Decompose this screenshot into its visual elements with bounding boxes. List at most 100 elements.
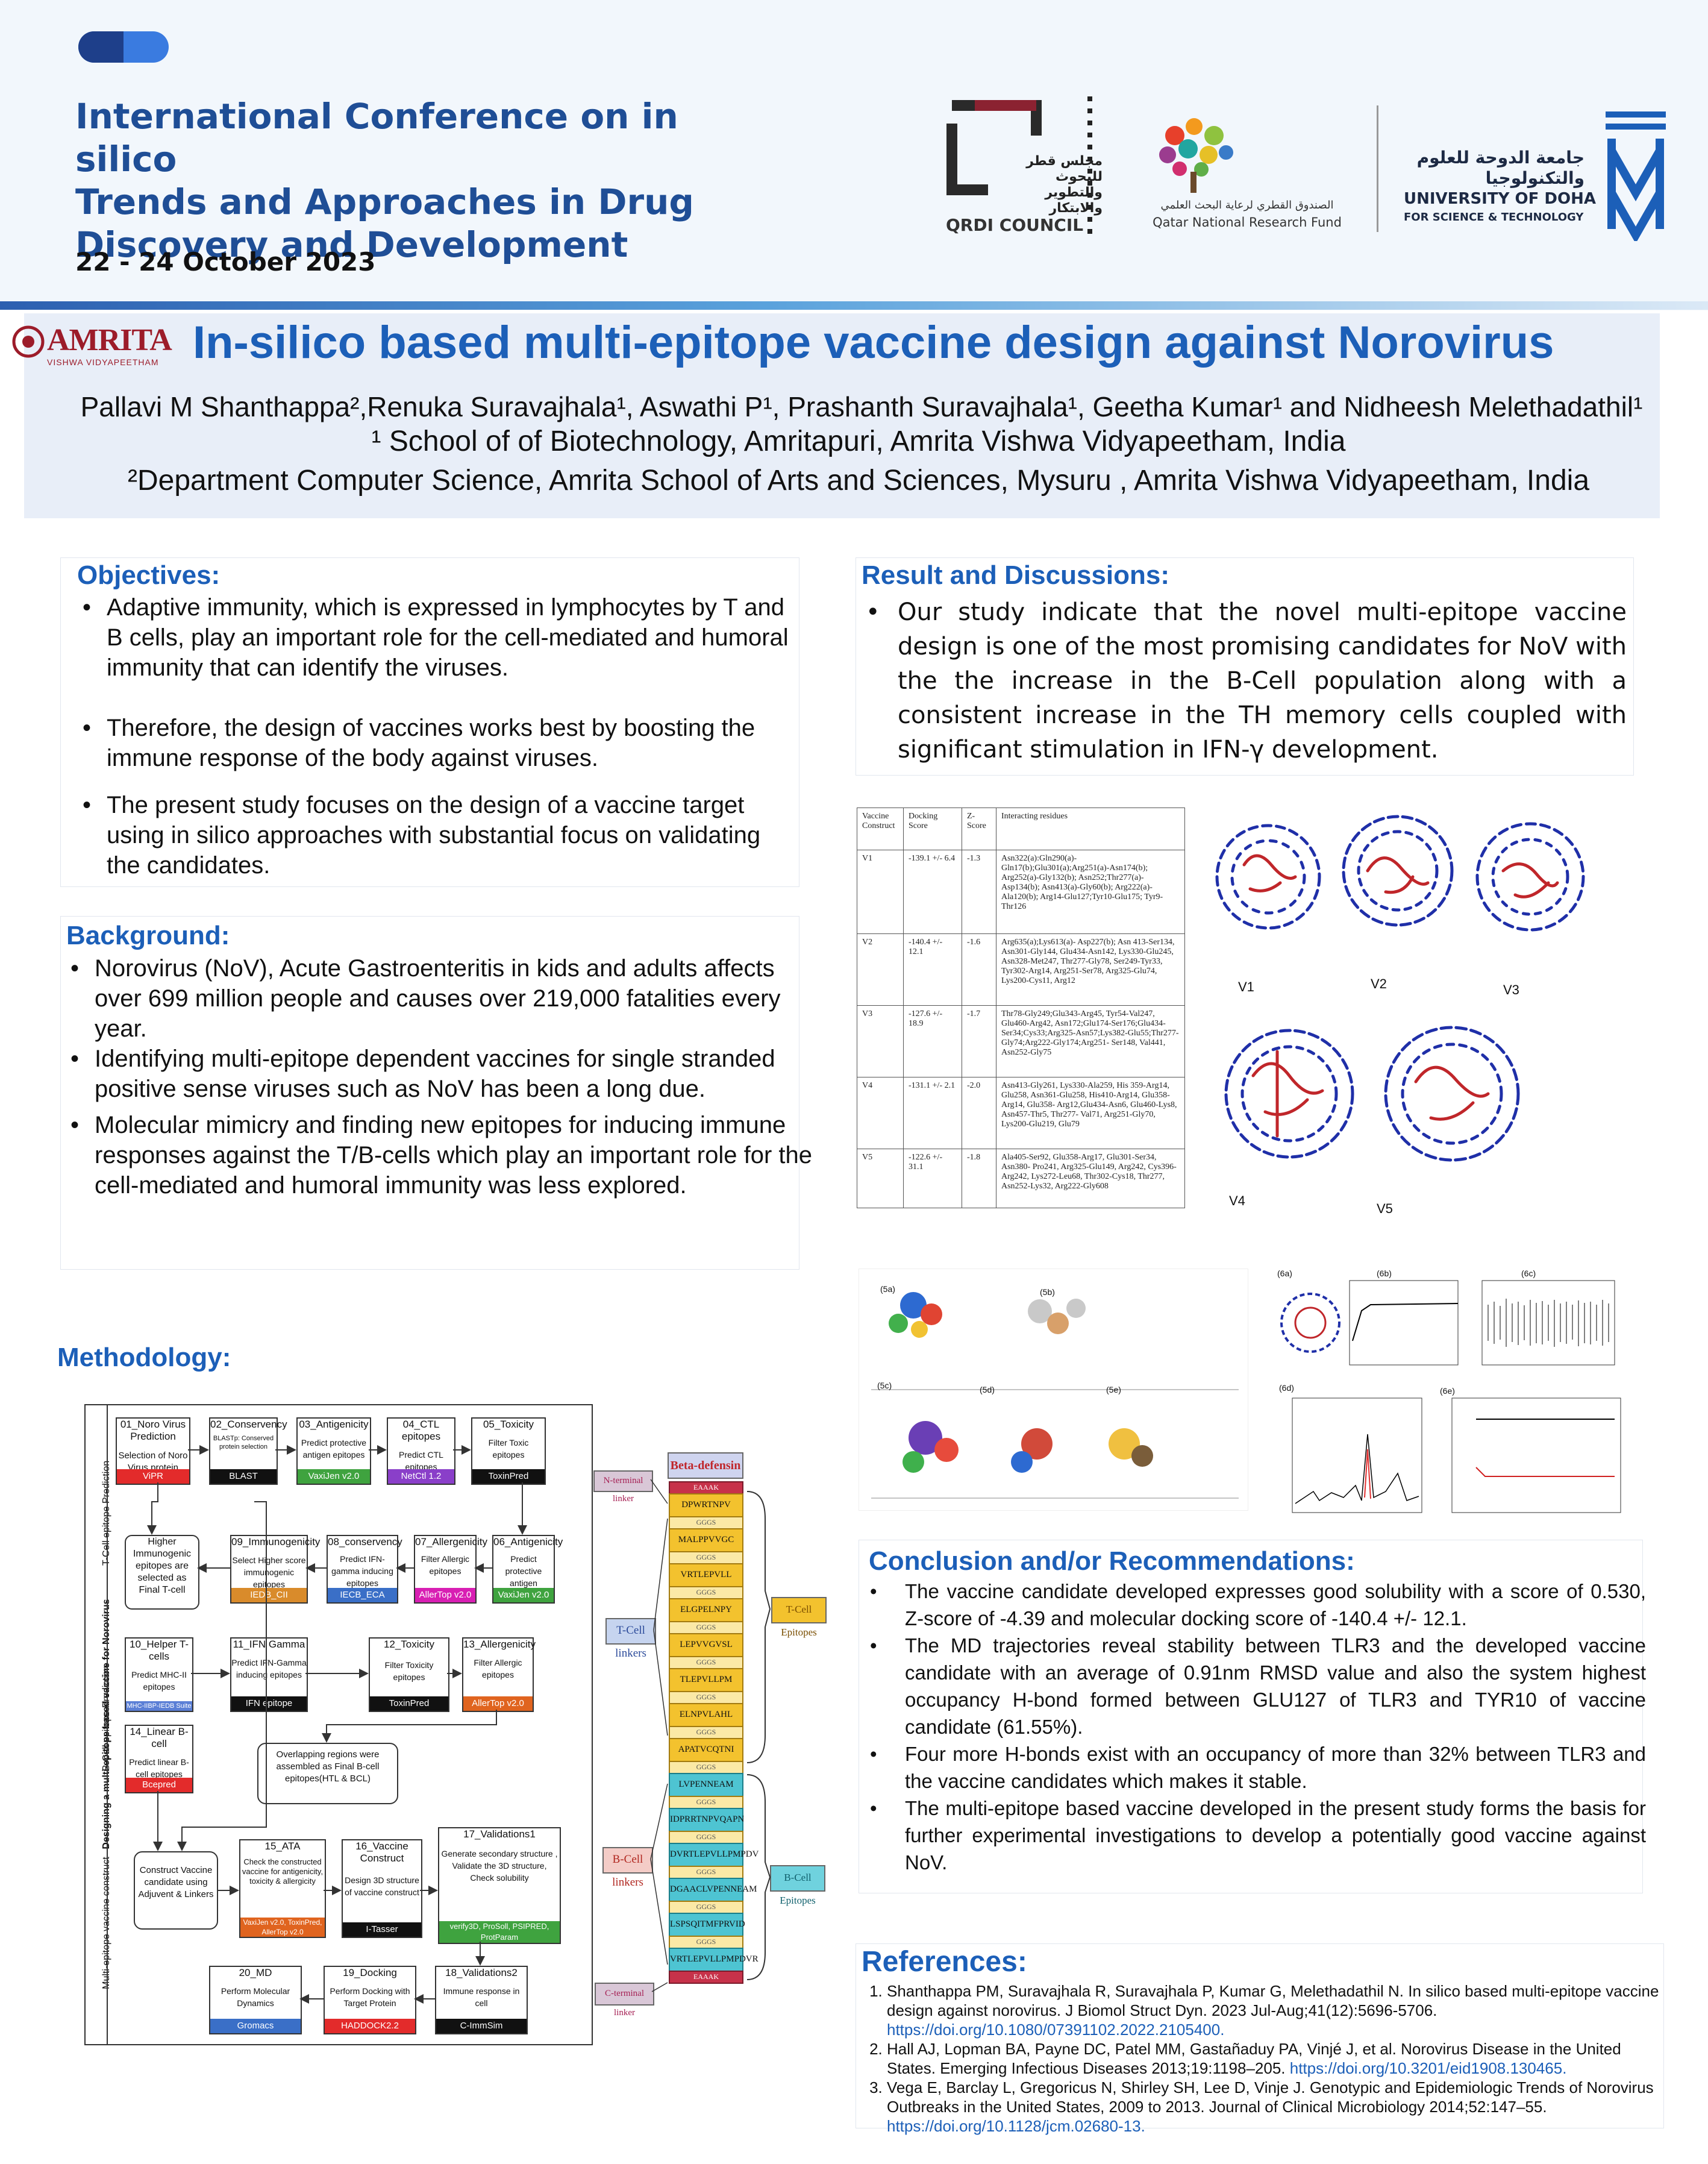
flow-step-title: 17_Validations1 [463,1828,536,1840]
reference-link[interactable]: https://doi.org/10.3201/eid1908.130465. [1289,2059,1567,2077]
epitope-sequence: IDPRRTNPVQAPN [669,1808,744,1832]
linker-sequence: GGGS [669,1761,743,1774]
n-terminal-linker-label: N-terminal linker [593,1470,653,1504]
background-item: Identifying multi-epitope dependent vacc… [63,1044,816,1104]
flow-step-title: 16_Vaccine Construct [355,1840,408,1864]
results-heading: Result and Discussions: [862,560,1170,590]
structure-label-v3: V3 [1503,982,1519,997]
table-cell: -127.6 +/- 18.9 [903,1005,962,1077]
objective-item: Therefore, the design of vaccines works … [75,713,792,773]
flow-step-tool: VaxiJen v2.0 [298,1469,370,1484]
flow-step-desc: Filter Toxicity epitopes [384,1660,434,1682]
flow-step-tool: verify3D, ProSoll, PSIPRED, ProtParam [439,1921,560,1943]
flow-step-tool: IECB_ECA [328,1588,397,1602]
b-cell-epitopes-label: B-Cell Epitopes [770,1865,825,1906]
epitope-sequence: ELNPVLAHL [669,1703,743,1727]
flow-step-tool: MHC-IIBP-IEDB Suite [126,1701,192,1711]
linker-sequence: GGGS [669,1866,743,1879]
table-header-cell: Z-Score [962,808,996,850]
epitope-sequence: MALPPVVGC [669,1528,743,1552]
figure-label-6a: (6a) [1277,1269,1292,1278]
amrita-logo-sub: VISHWA VIDYAPEETHAM [47,357,159,367]
qrdi-frame-icon [946,100,1042,195]
linker-sequence: GGGS [669,1901,743,1914]
linker-sequence: GGGS [669,1936,743,1949]
background-item: Norovirus (NoV), Acute Gastroenteritis i… [63,953,816,1044]
flow-step-tool: BLAST [210,1469,277,1484]
t-cell-linkers-label: T-Cell linkers [605,1618,656,1660]
qnrf-tree-icon [1159,118,1233,193]
flow-step-title: 19_Docking [343,1967,397,1978]
flow-step-title: 11_IFN Gamma [233,1639,305,1650]
references-heading: References: [862,1946,1027,1978]
flow-step-tool: Bcepred [126,1778,192,1792]
epitope-sequence: DGAACLVPENNEAM [669,1878,757,1902]
flow-step-15: 15_ATA Check the constructed vaccine for … [239,1839,326,1938]
affiliation-1: ¹ School of of Biotechnology, Amritapuri… [371,425,1346,457]
epitope-sequence: LVPENNEAM [669,1773,743,1797]
flow-step-tool: Gromacs [210,2019,301,2033]
flow-step-title: 20_MD [239,1967,272,1978]
docking-table-header: Vaccine Construct Docking Score Z-Score … [857,808,1185,850]
references-list: Shanthappa PM, Suravajhala R, Suravajhal… [863,1981,1670,2136]
b-cell-linkers-label: B-Cell linkers [602,1847,653,1889]
conclusion-item: The vaccine candidate developed expresse… [863,1578,1646,1632]
reference-link[interactable]: https://doi.org/10.1128/jcm.02680-13. [887,2117,1145,2135]
table-header-cell: Interacting residues [996,808,1185,850]
linker-sequence: GGGS [669,1831,743,1844]
table-header-cell: Vaccine Construct [857,808,904,850]
flow-step-desc: Perform Docking with Target Protein [330,1986,410,2008]
reference-item: Vega E, Barclay L, Gregoricus N, Shirley… [887,2078,1670,2136]
flow-step-desc: Check the constructed vaccine for antige… [242,1857,324,1886]
protein-structures-drawing [1215,815,1585,1162]
flow-step-desc: Perform Molecular Dynamics [221,1986,290,2008]
reference-link[interactable]: https://doi.org/10.1080/07391102.2022.21… [887,2021,1225,2039]
table-cell: -1.7 [962,1005,996,1077]
epitope-sequence: APATVCQTNI [669,1738,743,1762]
results-list: Our study indicate that the novel multi-… [859,595,1627,767]
flow-step-tool: ToxinPred [370,1696,448,1711]
amrita-logo-text: AMRITA [47,323,172,357]
flow-step-title: 15_ATA [264,1840,301,1852]
flow-step-desc: Filter Toxic epitopes [488,1438,529,1460]
flow-step-title: 09_Immunogenicity [231,1536,321,1548]
table-cell: -1.3 [962,849,996,935]
udst-line-1: UNIVERSITY OF DOHA [1404,190,1596,208]
beta-defensin-label: Beta-defensin [668,1452,743,1479]
flow-step-tool: C-ImmSim [436,2019,527,2033]
flow-step-title: 02_Conservency [210,1419,287,1430]
reference-text: Vega E, Barclay L, Gregoricus N, Shirley… [887,2078,1654,2116]
flow-construct-box: Construct Vaccine candidate using Adjuve… [134,1851,218,1930]
flow-step-title: 06_Antigenicity [493,1536,563,1548]
udst-logo: جامعة الدوحة للعلوم والتكنولوجيا UNIVERS… [1404,102,1681,241]
flow-step-title: 04_CTL epitopes [401,1419,441,1442]
flow-step-desc: Predict IFN-Gamma inducing epitopes [231,1658,307,1679]
figure-label-5c: (5c) [877,1381,892,1390]
c-terminal-linker-label: C-terminal linker [595,1983,654,2018]
flow-step-tool: IEDB_CII [231,1588,307,1602]
objective-item: The present study focuses on the design … [75,790,792,880]
structure-label-v5: V5 [1377,1201,1393,1216]
flow-step-tool: AllerTop v2.0 [463,1696,533,1711]
linker-sequence: GGGS [669,1516,743,1529]
structure-label-v4: V4 [1229,1193,1245,1208]
flow-divider [107,1405,108,2044]
amrita-emblem-icon [12,325,45,358]
qrdi-logo: مجلس قطر للبحوث والتطوير والابتكار QRDI … [946,99,1103,235]
figure-label-6c: (6c) [1521,1269,1536,1278]
table-header-cell: Docking Score [903,808,962,850]
flow-step-title: 08_conservency [328,1536,402,1548]
